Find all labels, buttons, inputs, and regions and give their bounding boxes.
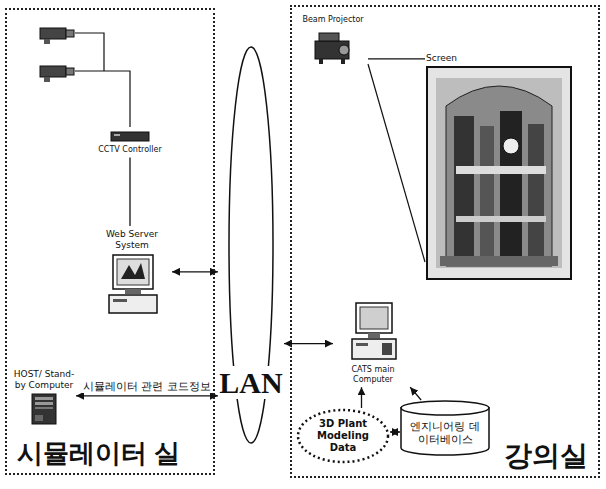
beam-projector-icon	[311, 27, 355, 67]
database-label: 엔지니어링 데이터베이스	[406, 420, 484, 446]
connector	[361, 387, 362, 408]
database-cylinder: 엔지니어링 데이터베이스	[400, 400, 490, 456]
camera-wire	[75, 33, 130, 127]
room-region: 시뮬레이터 실 CCTV ControllerWeb Server SystemH…	[5, 8, 215, 475]
room-title: 강의실	[504, 440, 588, 472]
connector	[390, 431, 400, 432]
modeling-data-circle: 3D Plant Modeling Data	[296, 408, 390, 464]
data-label: 3D Plant Modeling Data	[306, 418, 380, 454]
connector	[368, 58, 425, 59]
cctv-controller-icon	[98, 129, 162, 143]
projection-line	[368, 64, 425, 262]
beam-projector-icon	[299, 27, 367, 67]
cctv-controller: CCTV Controller	[97, 128, 163, 158]
cctv-camera	[40, 28, 74, 44]
host-computer-icon	[26, 393, 62, 425]
web-server-icon	[103, 253, 161, 317]
web-server: Web Server System	[92, 226, 172, 318]
cats-main-computer: CATS main Computer	[333, 300, 413, 387]
device-label: Screen	[426, 53, 572, 64]
connector	[76, 395, 218, 396]
screen: Screen	[425, 50, 573, 281]
room-title: 시뮬레이터 실	[17, 439, 180, 469]
cctv-camera	[40, 66, 74, 82]
device-label: Web Server System	[93, 229, 171, 251]
edge-label: 시뮬레이터 관련 코드정보	[82, 380, 212, 393]
cctv-controller-icon	[110, 129, 150, 143]
connector	[172, 271, 218, 272]
cats-main-computer-icon	[334, 301, 412, 363]
connector	[410, 387, 421, 400]
device-label: CATS main Computer	[334, 365, 412, 384]
connector	[129, 158, 130, 226]
screen-icon	[426, 66, 572, 280]
lan-ellipse: LAN	[218, 45, 284, 445]
screen-icon	[426, 66, 572, 280]
device-label: CCTV Controller	[98, 145, 162, 155]
web-server-icon	[93, 253, 171, 317]
cats-main-computer-icon	[342, 301, 404, 363]
host-computer-icon	[13, 393, 75, 425]
room-region: 강의실 Beam ProjectorScreenCATS main Compute…	[290, 5, 600, 478]
lan-label: LAN	[218, 366, 284, 399]
device-label: Beam Projector	[299, 15, 367, 25]
beam-projector: Beam Projector	[298, 12, 368, 68]
host-computer: HOST/ Stand-by Computer	[12, 366, 76, 426]
device-label: HOST/ Stand-by Computer	[13, 369, 75, 391]
